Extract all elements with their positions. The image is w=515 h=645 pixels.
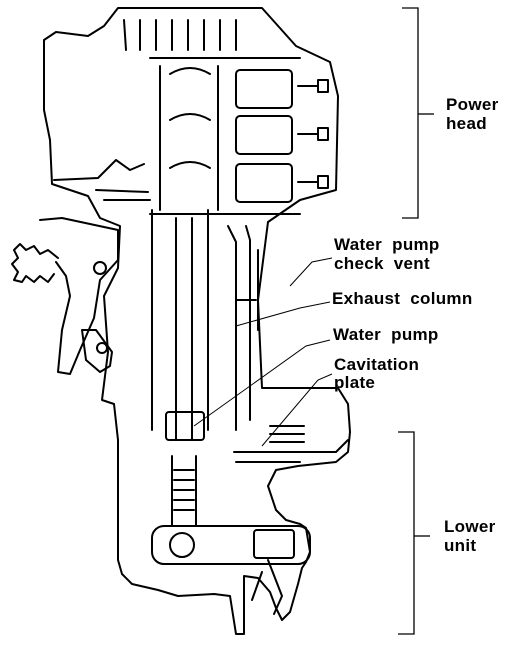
label-cavitation-plate-line-2: plate: [334, 373, 376, 392]
propeller-outline: [251, 559, 283, 615]
label-water-pump-check-vent-line-2: check vent: [334, 254, 430, 273]
exhaust-column-leader: [235, 301, 331, 327]
label-cavitation-plate-line-1: Cavitation: [334, 355, 420, 374]
cylinder-2: [235, 115, 293, 155]
cylinder-1: [235, 69, 293, 109]
power-head-bracket: [402, 7, 419, 219]
label-power-head-line-1: Power: [446, 95, 499, 114]
gearcase: [151, 525, 311, 565]
water-pump-check-vent-leader: [289, 257, 333, 287]
cavitation-plate-leader: [261, 373, 333, 447]
label-water-pump-check-vent-line-1: Water pump: [334, 235, 440, 254]
engine-outline: [43, 7, 351, 635]
water-pump-leader: [193, 339, 331, 427]
transom-clamp-outline: [39, 217, 119, 375]
label-lower-unit-line-2: unit: [444, 536, 477, 555]
water-pump-housing: [165, 411, 205, 441]
label-lower-unit-line-1: Lower: [444, 517, 496, 536]
cylinder-3: [235, 163, 293, 203]
label-water-pump: Water pump: [333, 325, 439, 344]
label-exhaust-column: Exhaust column: [332, 289, 473, 308]
label-power-head-line-2: head: [446, 114, 487, 133]
cavitation-plate-outline: [233, 439, 349, 463]
lower-unit-bracket: [398, 431, 415, 635]
